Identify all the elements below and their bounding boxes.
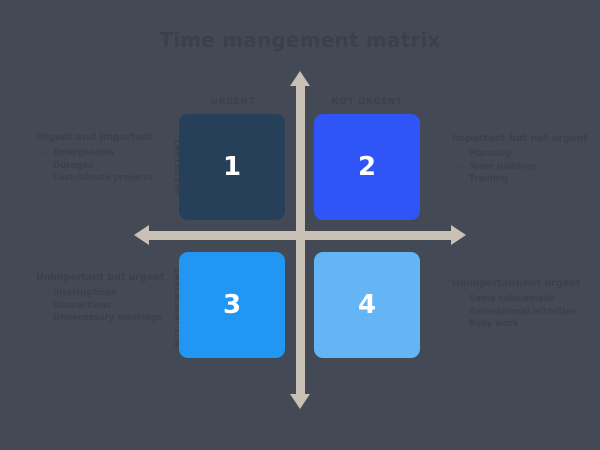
quadrant-box-1[interactable]: 1 xyxy=(179,114,285,220)
arrow-up-icon xyxy=(290,71,310,86)
quadrant-heading-2: Important but not urgent xyxy=(452,133,588,144)
list-item: Recreational activities xyxy=(469,306,592,318)
quadrant-heading-1: Urgent and important xyxy=(36,132,153,143)
list-item: Last-minute projects xyxy=(53,172,176,184)
quadrant-item-list-1: Emergencies Outages Last-minute projects xyxy=(36,147,176,184)
axis-label-urgent: URGENT xyxy=(210,97,256,107)
quadrant-heading-4: Unimportant/not urgent xyxy=(452,278,581,289)
list-item: Busy work xyxy=(469,318,592,330)
quadrant-box-4[interactable]: 4 xyxy=(314,252,420,358)
list-item: Outages xyxy=(53,160,176,172)
quadrant-item-list-3: Interruptions Distractions Unnecessary m… xyxy=(36,287,176,324)
list-item: Unnecessary meetings xyxy=(53,312,176,324)
page-title: Time mangement matrix xyxy=(159,28,441,52)
vertical-axis-line xyxy=(296,85,305,395)
list-item: Some calls/emails xyxy=(469,293,592,305)
quadrant-description-3: Unimportant but urgent Interruptions Dis… xyxy=(36,272,176,324)
quadrant-heading-3: Unimportant but urgent xyxy=(36,272,165,283)
list-item: Emergencies xyxy=(53,147,176,159)
quadrant-box-2[interactable]: 2 xyxy=(314,114,420,220)
list-item: Interruptions xyxy=(53,287,176,299)
arrow-down-icon xyxy=(290,394,310,409)
quadrant-description-4: Unimportant/not urgent Some calls/emails… xyxy=(452,278,592,330)
axis-label-not-urgent: NOT URGENT xyxy=(331,97,403,107)
arrow-left-icon xyxy=(134,225,149,245)
quadrant-description-1: Urgent and important Emergencies Outages… xyxy=(36,132,176,184)
list-item: Planning xyxy=(469,148,592,160)
quadrant-description-2: Important but not urgent Planning Team b… xyxy=(452,133,592,185)
quadrant-item-list-2: Planning Team building Training xyxy=(452,148,592,185)
list-item: Team building xyxy=(469,161,592,173)
arrow-right-icon xyxy=(451,225,466,245)
list-item: Training xyxy=(469,173,592,185)
quadrant-box-3[interactable]: 3 xyxy=(179,252,285,358)
list-item: Distractions xyxy=(53,300,176,312)
quadrant-item-list-4: Some calls/emails Recreational activitie… xyxy=(452,293,592,330)
